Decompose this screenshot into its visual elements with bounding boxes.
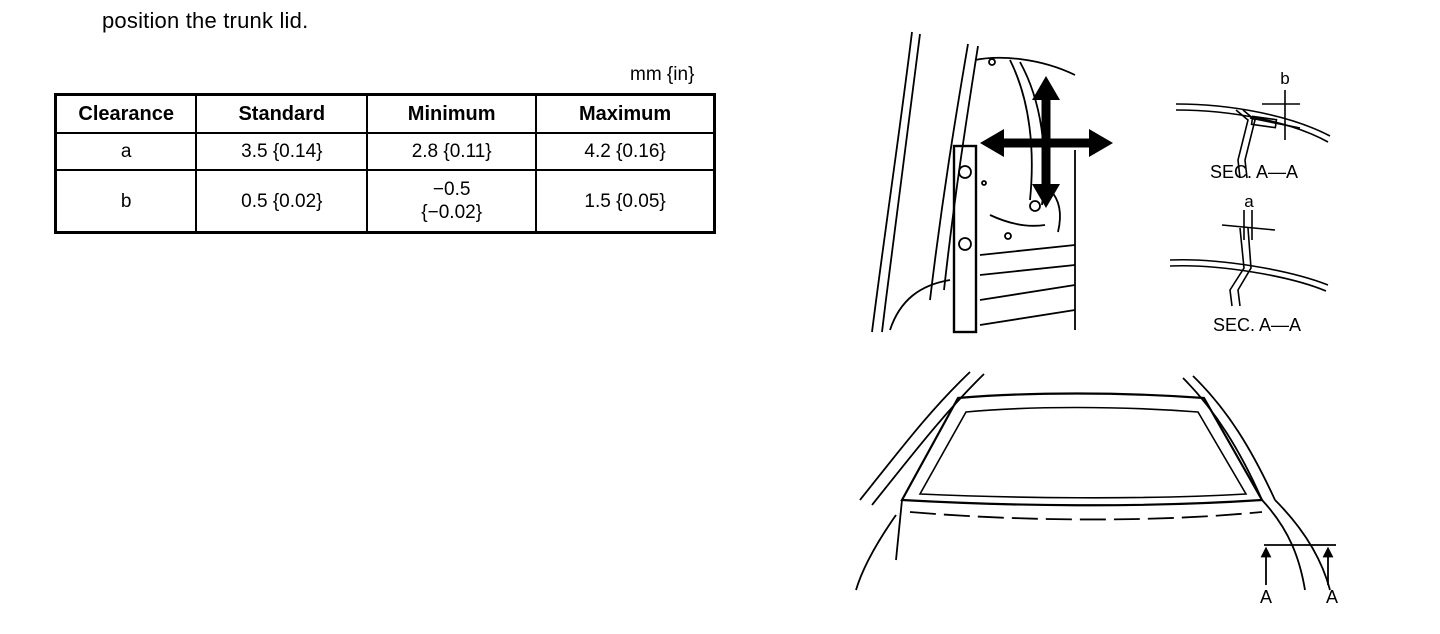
section-label-1: SEC. A—A <box>1210 162 1298 182</box>
unit-label: mm {in} <box>630 64 695 85</box>
label-b: b <box>1280 69 1289 88</box>
header-standard: Standard <box>195 93 369 134</box>
arrow-label-right: A <box>1326 587 1338 607</box>
arrow-label-left: A <box>1260 587 1272 607</box>
intro-text: position the trunk lid. <box>102 8 309 33</box>
section-a-drawing <box>1169 210 1329 307</box>
arrow-heads <box>980 76 1113 208</box>
table-row: a 3.5 {0.14} 2.8 {0.11} 4.2 {0.16} <box>54 132 716 171</box>
section-cut-arrows <box>1260 546 1334 585</box>
cell-clearance: a <box>54 132 198 171</box>
table-row: b 0.5 {0.02} −0.5 {−0.02} 1.5 {0.05} <box>54 169 716 234</box>
section-b-drawing <box>1175 90 1331 179</box>
section-label-2: SEC. A—A <box>1213 315 1301 335</box>
car-rear-drawing <box>855 371 1336 591</box>
cell-maximum: 4.2 {0.16} <box>535 132 716 171</box>
cell-minimum: −0.5 {−0.02} <box>366 169 538 234</box>
header-minimum: Minimum <box>366 93 538 134</box>
cell-minimum: 2.8 {0.11} <box>366 132 538 171</box>
cell-clearance: b <box>54 169 198 234</box>
header-maximum: Maximum <box>535 93 716 134</box>
table-header-row: Clearance Standard Minimum Maximum <box>54 93 716 134</box>
cell-minimum-line2: {−0.02} <box>421 202 483 223</box>
adjustment-arrows-icon <box>995 95 1100 190</box>
cell-maximum: 1.5 {0.05} <box>535 169 716 234</box>
cell-standard: 0.5 {0.02} <box>195 169 369 234</box>
cell-standard: 3.5 {0.14} <box>195 132 369 171</box>
clearance-table: Clearance Standard Minimum Maximum a 3.5… <box>54 93 716 234</box>
header-clearance: Clearance <box>54 93 198 134</box>
cell-minimum-line1: −0.5 <box>432 179 471 200</box>
hinge-detail-drawing <box>871 31 1076 334</box>
label-a: a <box>1244 192 1254 211</box>
